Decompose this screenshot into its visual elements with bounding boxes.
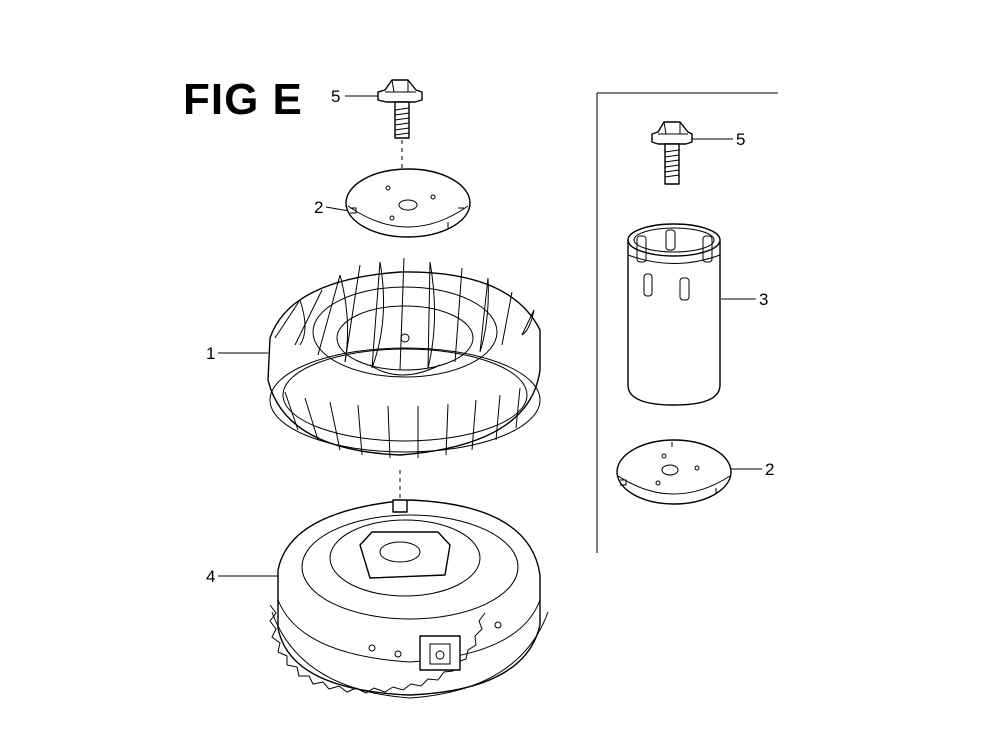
fan-cover-icon <box>627 223 721 406</box>
fan-plate-right-icon <box>616 439 732 505</box>
callout-2-left: 2 <box>314 198 324 217</box>
callout-4: 4 <box>206 567 216 586</box>
figure-title: FIG E <box>183 75 303 124</box>
flange-bolt-right-icon <box>651 121 693 185</box>
cooling-fan-icon <box>267 257 541 459</box>
alternate-assembly-divider <box>596 92 778 553</box>
flywheel-icon <box>269 470 549 699</box>
callout-1: 1 <box>206 344 216 363</box>
callout-5-left: 5 <box>331 87 341 106</box>
fan-plate-left-icon <box>345 168 471 238</box>
callout-5-right: 5 <box>736 130 746 149</box>
callout-2-right: 2 <box>765 460 775 479</box>
flange-bolt-left-icon <box>377 79 423 200</box>
callout-3: 3 <box>759 290 769 309</box>
